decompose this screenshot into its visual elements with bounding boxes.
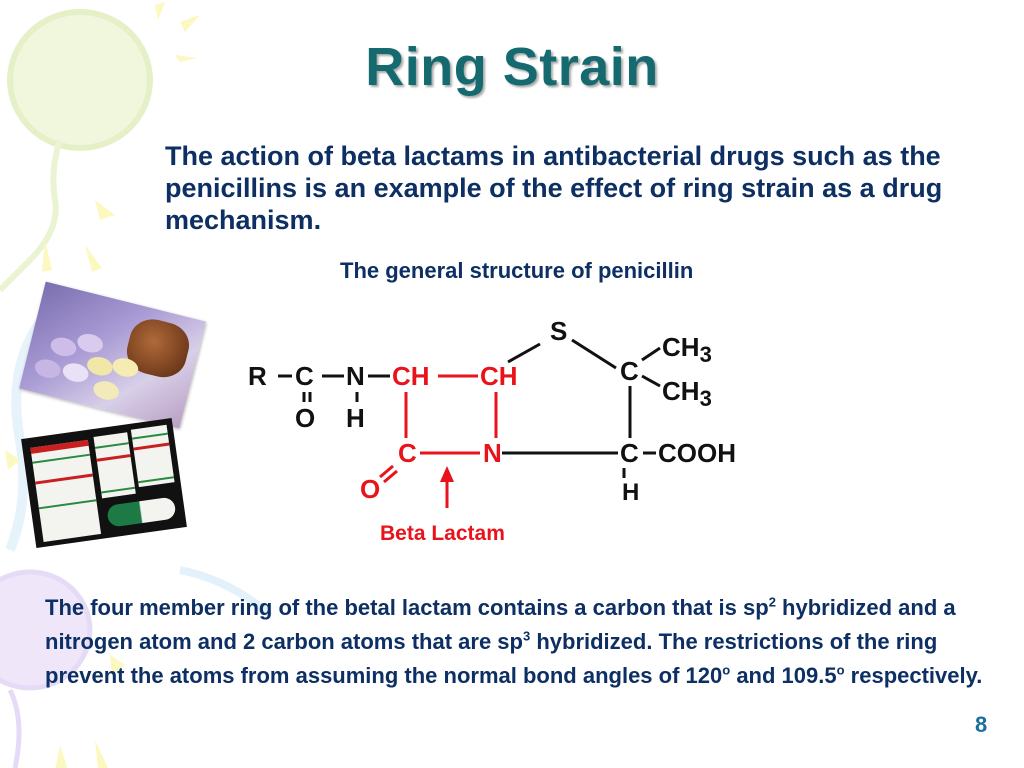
atom-C-acid: C: [620, 438, 639, 468]
group-COOH: COOH: [658, 438, 736, 468]
atom-CH-a: CH: [392, 361, 430, 391]
atom-CH3-1: CH3: [662, 332, 712, 367]
penicillin-structure-diagram: R C O N H CH CH C N O Beta Lactam S C CH…: [248, 316, 736, 545]
atom-O-lactam: O: [360, 474, 380, 504]
atom-CH-b: CH: [480, 361, 518, 391]
atom-CH3-2: CH3: [662, 376, 712, 411]
atom-O-carbonyl: O: [295, 403, 315, 433]
atom-C-lactam: C: [398, 438, 417, 468]
medicine-bottles-photo: [21, 417, 187, 549]
structure-caption: The general structure of penicillin: [340, 258, 694, 283]
page-number: 8: [975, 712, 988, 737]
body-paragraph: The four member ring of the betal lactam…: [45, 594, 983, 688]
capsule: [106, 496, 177, 528]
intro-paragraph: The action of beta lactams in antibacter…: [165, 141, 943, 235]
atom-N-amide: N: [346, 361, 365, 391]
atom-H-amide: H: [346, 403, 365, 433]
atom-H-acid: H: [622, 479, 639, 506]
slide-title: Ring Strain: [365, 37, 659, 97]
beta-lactam-label: Beta Lactam: [380, 522, 505, 545]
atom-C-quaternary: C: [620, 356, 639, 386]
atom-C-carbonyl: C: [295, 361, 314, 391]
atom-R: R: [248, 361, 267, 391]
atom-N-lactam: N: [483, 438, 502, 468]
pills-photo: [19, 281, 206, 429]
atom-S: S: [550, 316, 567, 346]
